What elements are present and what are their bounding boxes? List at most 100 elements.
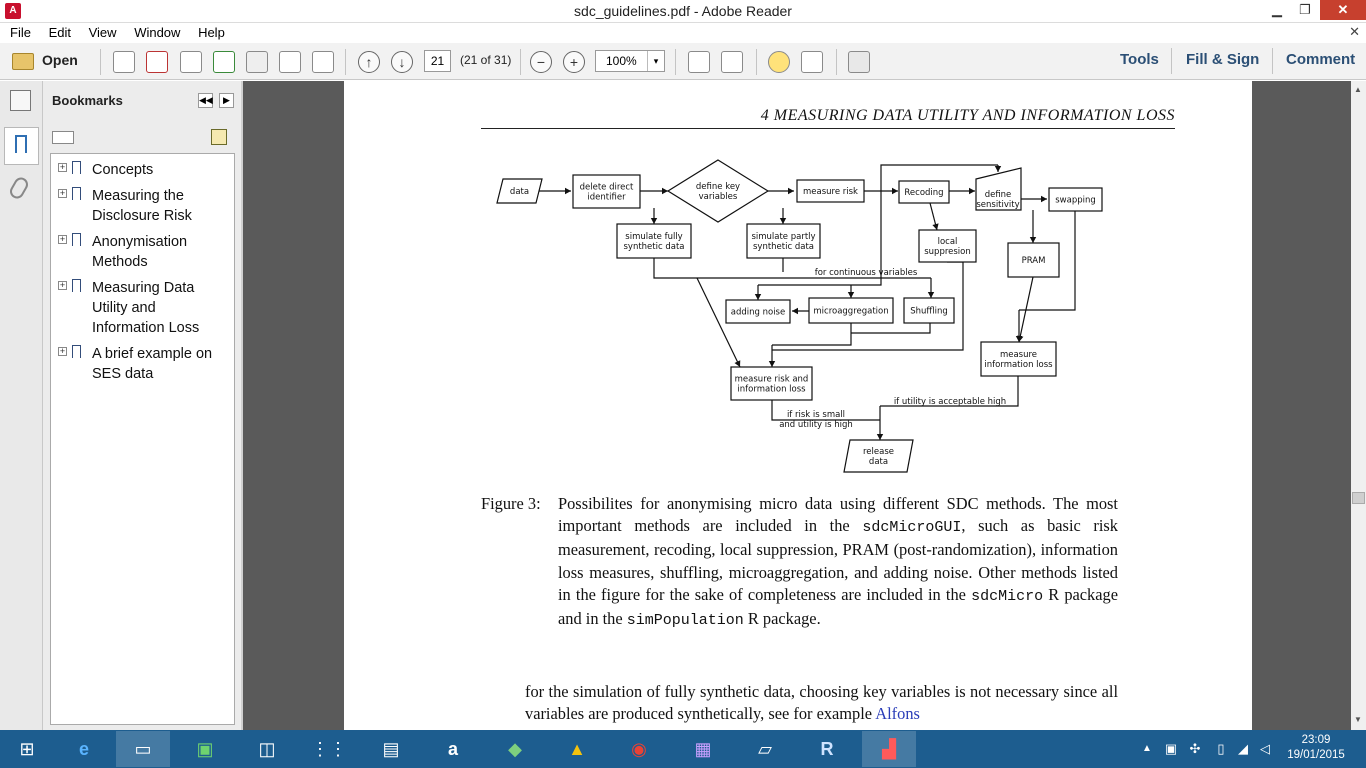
tab-fill-sign[interactable]: Fill & Sign — [1186, 51, 1260, 68]
diagram-line — [772, 323, 852, 346]
bookmarks-tab[interactable] — [4, 127, 39, 165]
show-hidden-icons-icon[interactable]: ▲ — [1142, 743, 1152, 754]
find-bookmark-icon[interactable] — [211, 129, 227, 145]
node-local-suppression — [918, 229, 977, 263]
windows-start-icon[interactable]: ⊞ — [19, 739, 35, 759]
citation-link[interactable]: Alfons — [875, 704, 920, 724]
options-menu-icon[interactable] — [52, 131, 74, 144]
diagram-line — [696, 277, 741, 368]
file-explorer-icon[interactable]: ▭ — [116, 731, 170, 767]
remote-desktop-icon[interactable]: ◫ — [258, 739, 276, 759]
node-microaggregation — [808, 297, 894, 324]
tab-separator — [1272, 48, 1273, 74]
messaging-icon[interactable]: ▤ — [382, 739, 400, 759]
adobe-reader-task-icon[interactable]: ▟ — [862, 731, 916, 767]
tab-comment[interactable]: Comment — [1286, 51, 1356, 68]
tab-tools[interactable]: Tools — [1120, 51, 1159, 68]
chevron-down-icon[interactable]: ▾ — [647, 51, 664, 71]
arrowhead — [792, 307, 798, 315]
scroll-up-icon[interactable]: ▲ — [1354, 85, 1362, 94]
expand-icon[interactable]: + — [58, 346, 67, 356]
node-define-key-text: define key — [696, 182, 740, 192]
store-icon[interactable]: ▣ — [196, 739, 214, 759]
node-simulate-partly-text: simulate partly — [751, 232, 815, 242]
diagram-line — [1018, 276, 1034, 343]
node-define-sensitivity-text: define — [985, 190, 1012, 200]
node-adding-noise — [725, 299, 791, 324]
menu-window[interactable]: Window — [134, 25, 181, 40]
google-drive-icon[interactable]: ▲ — [568, 739, 586, 759]
texworks-icon[interactable]: ▦ — [694, 739, 712, 759]
pdf-page: 4 MEASURING DATA UTILITY AND INFORMATION… — [344, 81, 1252, 730]
close-button[interactable]: ✕ — [1320, 0, 1366, 20]
node-local-suppression-text: suppresion — [924, 247, 971, 257]
bookmark-icon — [72, 233, 81, 246]
amazon-icon[interactable]: a — [447, 739, 458, 759]
zoom-select[interactable]: 100%▾ — [595, 50, 665, 72]
expand-right-icon[interactable]: ▶ — [219, 93, 234, 108]
next-page-icon[interactable]: ↓ — [391, 51, 413, 73]
running-header: 4 MEASURING DATA UTILITY AND INFORMATION… — [760, 107, 1175, 124]
document-close-button[interactable]: ✕ — [1349, 24, 1360, 39]
open-button[interactable]: Open — [12, 52, 78, 70]
email-icon[interactable] — [312, 51, 334, 73]
volume-icon[interactable]: ◁ — [1260, 741, 1270, 756]
zoom-out-icon[interactable]: − — [530, 51, 552, 73]
expand-icon[interactable]: + — [58, 162, 67, 172]
maximize-button[interactable]: ❐ — [1299, 2, 1311, 17]
zoom-in-icon[interactable]: + — [563, 51, 585, 73]
arrowhead — [768, 361, 776, 367]
upload-cloud-icon[interactable] — [213, 51, 235, 73]
export-pdf-icon[interactable] — [146, 51, 168, 73]
caption-part: , such as basic risk measurement, recodi… — [558, 516, 1118, 604]
r-language-icon[interactable]: R — [820, 739, 834, 759]
page-number-input[interactable]: 21 — [424, 50, 451, 72]
save-icon[interactable] — [246, 51, 268, 73]
vertical-scrollbar[interactable]: ▲ ▼ — [1351, 81, 1366, 730]
expand-icon[interactable]: + — [58, 188, 67, 198]
evernote-icon[interactable]: ◆ — [508, 739, 522, 759]
print-icon[interactable] — [279, 51, 301, 73]
node-shuffling-text: Shuffling — [910, 307, 948, 317]
node-measure-risk-information-loss-text: measure risk and — [735, 375, 809, 385]
app-grid-icon[interactable]: ⋮⋮ — [311, 739, 347, 759]
minimize-button[interactable]: ▁ — [1272, 2, 1282, 17]
comment-icon[interactable] — [768, 51, 790, 73]
caption-code: sdcMicro — [971, 587, 1044, 605]
highlight-icon[interactable] — [801, 51, 823, 73]
arrowhead — [1029, 237, 1037, 243]
diagram-line — [880, 164, 998, 191]
edit-pdf-icon[interactable] — [180, 51, 202, 73]
menu-help[interactable]: Help — [198, 25, 225, 40]
caption-code: sdcMicroGUI — [862, 519, 962, 537]
node-release-data — [843, 439, 914, 473]
attachments-icon[interactable] — [7, 174, 31, 202]
menu-file[interactable]: File — [10, 25, 31, 40]
body-text: for the simulation of fully synthetic da… — [525, 682, 1118, 724]
fit-width-icon[interactable] — [688, 51, 710, 73]
page-count: (21 of 31) — [460, 53, 512, 67]
windows-taskbar: ⊞ e ▭ ▣ ◫ ⋮⋮ ▤ a ◆ ▲ ◉ ▦ ▱ R ▟ ▲ ▣ ✣ ▯ ◢… — [0, 730, 1366, 768]
create-pdf-icon[interactable] — [113, 51, 135, 73]
menu-view[interactable]: View — [88, 25, 117, 40]
document-viewport[interactable]: 4 MEASURING DATA UTILITY AND INFORMATION… — [243, 81, 1351, 730]
toggle-panel-icon[interactable] — [10, 90, 31, 111]
node-delete-identifier-text: identifier — [587, 193, 626, 203]
scroll-down-icon[interactable]: ▼ — [1354, 715, 1362, 724]
scroll-thumb[interactable] — [1352, 492, 1365, 504]
arrowhead — [565, 187, 571, 195]
internet-explorer-icon[interactable]: e — [78, 739, 89, 759]
notes-icon[interactable]: ▱ — [758, 739, 772, 759]
fit-page-icon[interactable] — [721, 51, 743, 73]
arrowhead — [932, 223, 939, 230]
chrome-icon[interactable]: ◉ — [631, 739, 647, 759]
node-measure-information-loss-text: information loss — [984, 360, 1053, 370]
expand-icon[interactable]: + — [58, 280, 67, 290]
full-screen-icon[interactable] — [848, 51, 870, 73]
previous-page-icon[interactable]: ↑ — [358, 51, 380, 73]
panel-splitter[interactable] — [241, 81, 243, 730]
menu-edit[interactable]: Edit — [48, 25, 71, 40]
expand-icon[interactable]: + — [58, 234, 67, 244]
collapse-left-icon[interactable]: ◀◀ — [198, 93, 213, 108]
